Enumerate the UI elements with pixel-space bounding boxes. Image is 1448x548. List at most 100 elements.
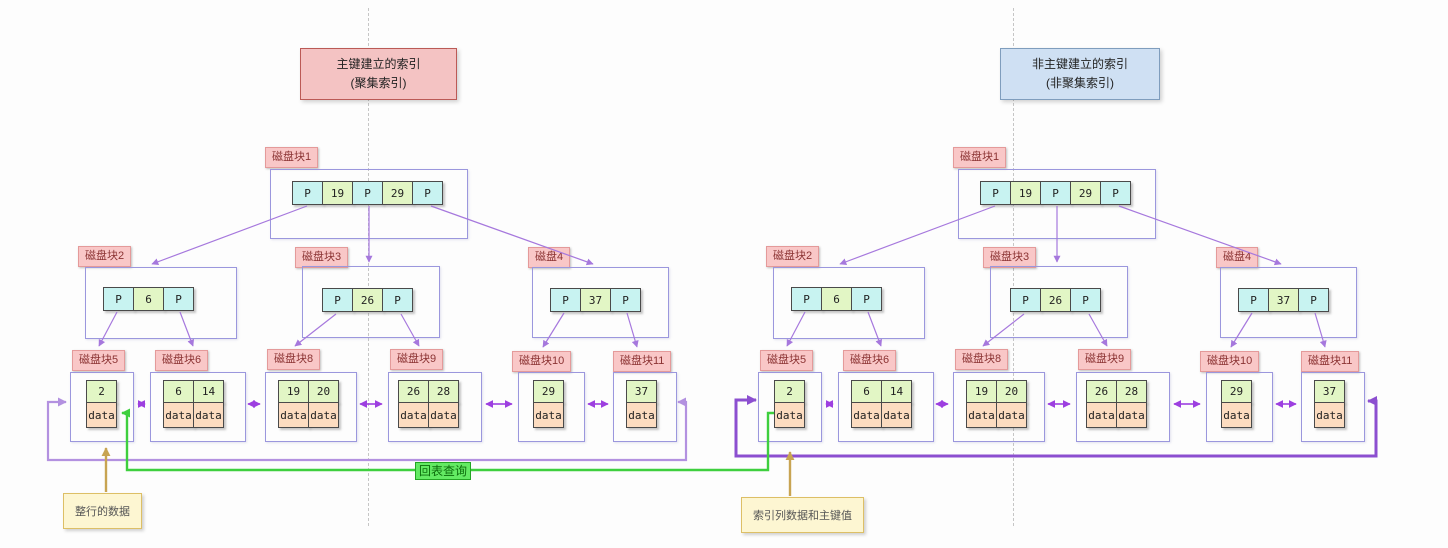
data-cell: data: [308, 402, 339, 428]
pointer-cell: P: [292, 181, 323, 205]
pointer-cell: P: [1010, 288, 1041, 312]
title-line1: 非主键建立的索引: [1031, 57, 1128, 71]
disk-block-label: 磁盘块5: [760, 350, 814, 371]
index-note: 索引列数据和主键值: [741, 497, 864, 533]
key-cell: 2: [774, 380, 805, 403]
data-cell: data: [163, 402, 194, 428]
disk-block-label: 磁盘块1: [953, 147, 1007, 168]
data-cell: data: [428, 402, 459, 428]
disk-block-label: 磁盘块6: [155, 350, 209, 371]
pointer-cell: P: [980, 181, 1011, 205]
key-cell: 37: [1314, 380, 1345, 403]
key-cell: 19: [1010, 181, 1041, 205]
disk-block-label: 磁盘块10: [1200, 351, 1260, 372]
internal-cells: P 6 P: [791, 287, 882, 311]
disk-block-label: 磁盘块3: [983, 247, 1037, 268]
disk-block-label: 磁盘块5: [72, 350, 126, 371]
data-cell: data: [966, 402, 997, 428]
pointer-cell: P: [163, 287, 194, 311]
data-cell: data: [533, 402, 564, 428]
key-cell: 29: [533, 380, 564, 403]
key-cell: 29: [382, 181, 413, 205]
back-table-query-badge: 回表查询: [415, 462, 472, 481]
data-cell: data: [278, 402, 309, 428]
root-cells: P 19 P 29 P: [292, 181, 443, 205]
root-cells: P 19 P 29 P: [980, 181, 1131, 205]
key-cell: 29: [1070, 181, 1101, 205]
disk-block-label: 磁盘4: [1216, 247, 1259, 268]
pointer-cell: P: [382, 288, 413, 312]
internal-cells: P 37 P: [550, 288, 641, 312]
key-cell: 28: [428, 380, 459, 403]
key-cell: 6: [851, 380, 882, 403]
pointer-cell: P: [550, 288, 581, 312]
key-cell: 37: [1268, 288, 1299, 312]
disk-block-box: [773, 267, 925, 339]
data-cell: data: [398, 402, 429, 428]
pointer-cell: P: [610, 288, 641, 312]
clustered-index-title: 主键建立的索引 (聚集索引): [300, 48, 457, 101]
data-cell: data: [86, 402, 117, 428]
title-line1: 主键建立的索引: [336, 57, 421, 71]
key-cell: 26: [352, 288, 383, 312]
clustered-index-tree: 磁盘块1 P 19 P 29 P 磁盘块2 P 6 P 磁盘块3 P 26 P …: [70, 147, 677, 442]
key-cell: 37: [580, 288, 611, 312]
key-cell: 19: [278, 380, 309, 403]
disk-block-box: [85, 267, 237, 339]
data-cell: data: [996, 402, 1027, 428]
nonclustered-index-tree: 磁盘块1 P 19 P 29 P 磁盘块2 P 6 P 磁盘块3 P 26 P …: [688, 0, 1448, 548]
data-cell: data: [851, 402, 882, 428]
pointer-cell: P: [1238, 288, 1269, 312]
disk-block-label: 磁盘块11: [613, 351, 672, 372]
disk-block-label: 磁盘块3: [295, 247, 349, 268]
disk-block-label: 磁盘4: [528, 247, 571, 268]
key-cell: 19: [322, 181, 353, 205]
key-cell: 26: [398, 380, 429, 403]
row-data-note: 整行的数据: [63, 493, 142, 529]
pointer-cell: P: [1070, 288, 1101, 312]
key-cell: 28: [1116, 380, 1147, 403]
internal-cells: P 37 P: [1238, 288, 1329, 312]
pointer-cell: P: [1040, 181, 1071, 205]
data-cell: data: [1314, 402, 1345, 428]
key-cell: 2: [86, 380, 117, 403]
disk-block-label: 磁盘块2: [766, 246, 820, 267]
key-cell: 37: [626, 380, 657, 403]
internal-cells: P 26 P: [322, 288, 413, 312]
pointer-cell: P: [103, 287, 134, 311]
pointer-cell: P: [791, 287, 822, 311]
disk-block-box: [990, 266, 1128, 338]
disk-block-box: [302, 266, 440, 338]
key-cell: 6: [133, 287, 164, 311]
data-cell: data: [881, 402, 912, 428]
disk-block-label: 磁盘块10: [512, 351, 572, 372]
key-cell: 20: [996, 380, 1027, 403]
key-cell: 6: [821, 287, 852, 311]
pointer-cell: P: [322, 288, 353, 312]
pointer-cell: P: [1100, 181, 1131, 205]
internal-cells: P 26 P: [1010, 288, 1101, 312]
key-cell: 29: [1221, 380, 1252, 403]
data-cell: data: [774, 402, 805, 428]
pointer-cell: P: [412, 181, 443, 205]
disk-block-label: 磁盘块8: [267, 349, 321, 370]
key-cell: 14: [193, 380, 224, 403]
nonclustered-index-title: 非主键建立的索引 (非聚集索引): [1000, 48, 1160, 101]
key-cell: 26: [1040, 288, 1071, 312]
key-cell: 26: [1086, 380, 1117, 403]
internal-cells: P 6 P: [103, 287, 194, 311]
pointer-cell: P: [851, 287, 882, 311]
key-cell: 20: [308, 380, 339, 403]
title-line2: (非聚集索引): [1046, 76, 1114, 91]
